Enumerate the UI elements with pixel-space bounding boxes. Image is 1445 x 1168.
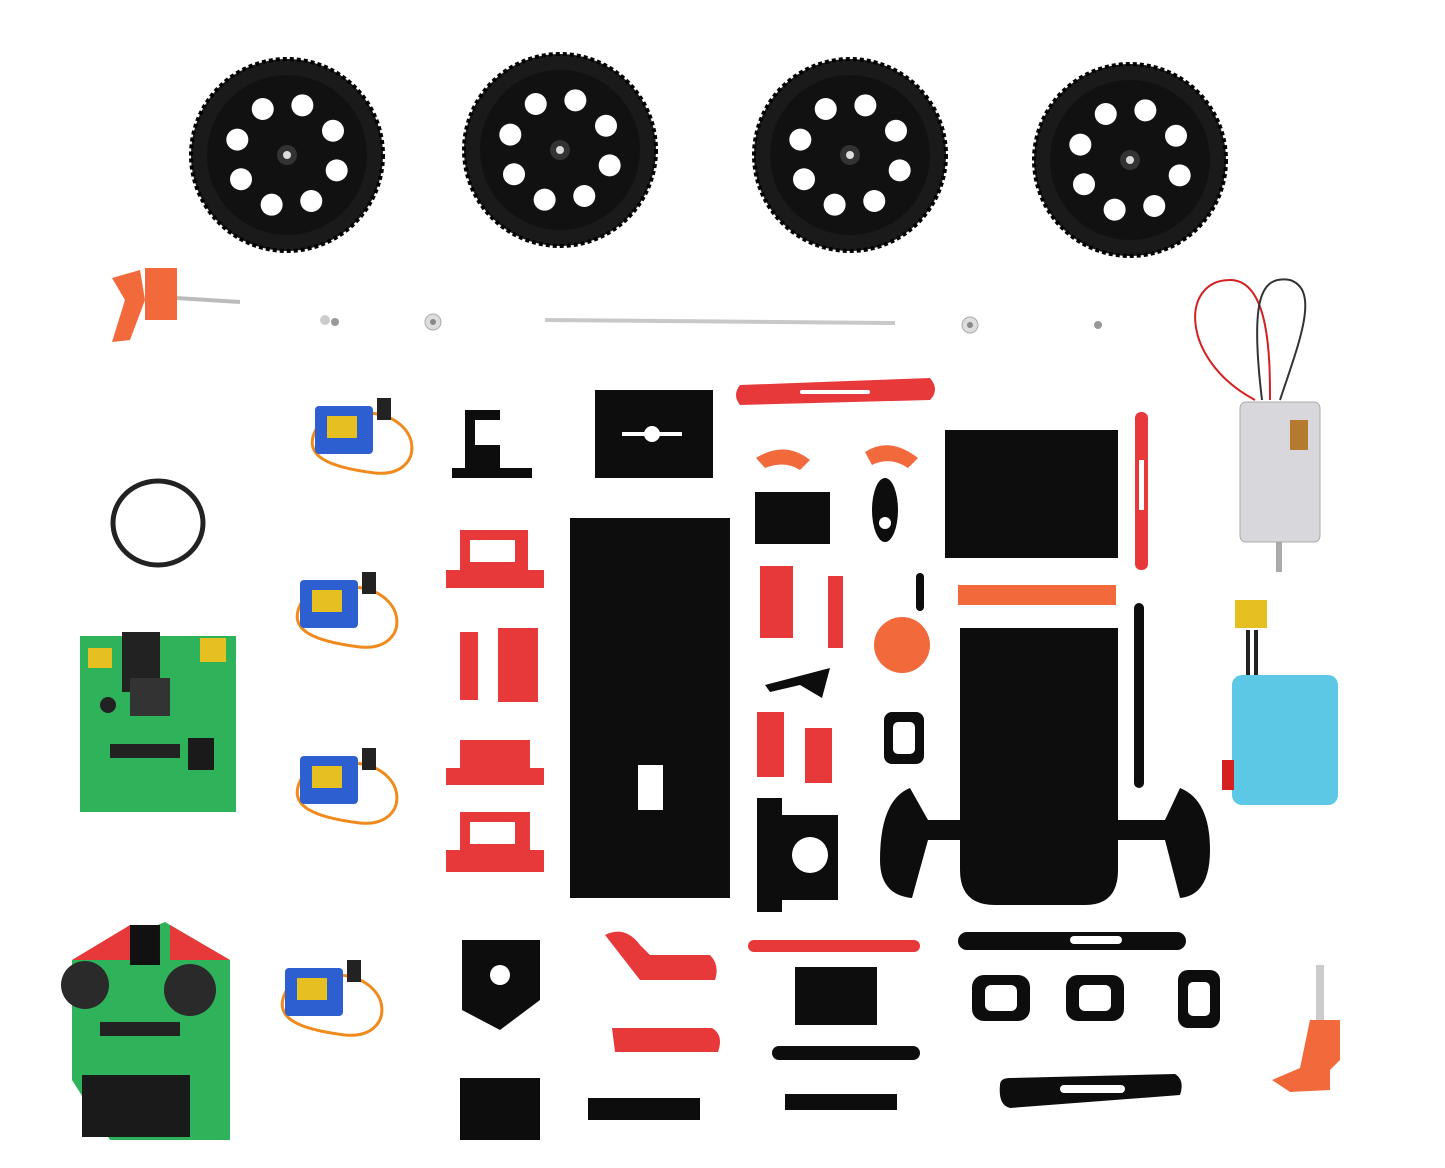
- wheel-hole: [260, 193, 283, 216]
- wheel-hole: [884, 119, 907, 142]
- wheel-hole: [594, 114, 617, 137]
- wheel-hole: [230, 168, 253, 191]
- wheel: [752, 57, 948, 253]
- wheel-hole: [251, 98, 274, 121]
- wheel-hole: [524, 93, 547, 116]
- servo-wire: [295, 585, 399, 649]
- servo-label: [312, 590, 342, 612]
- micro-servo: [280, 960, 384, 1037]
- wheel-hole: [1069, 133, 1092, 156]
- wheel-hole: [823, 193, 846, 216]
- wheel-hole: [300, 189, 323, 212]
- spur-gear: [874, 617, 930, 673]
- axle-hardware: [320, 313, 1102, 334]
- orange-crank-bottom: [1272, 1020, 1340, 1092]
- wheel-hole: [1103, 198, 1126, 221]
- timing-belt: [110, 478, 206, 568]
- wheel-hole: [814, 98, 837, 121]
- servo-connector: [347, 960, 361, 982]
- wheel-hole: [1094, 103, 1117, 126]
- servo-label: [312, 766, 342, 788]
- micro-servo: [295, 748, 399, 825]
- servo-connector: [362, 748, 376, 770]
- servo-label: [297, 978, 327, 1000]
- wheel-hole: [888, 159, 911, 182]
- wheels: [189, 52, 1228, 258]
- steel-rod: [544, 318, 896, 325]
- wheel: [1032, 62, 1228, 258]
- servo-label: [327, 416, 357, 438]
- controller-board: [80, 632, 236, 812]
- gear-rack: [958, 585, 1116, 605]
- remote-board: [61, 922, 230, 1140]
- micro-servo: [310, 398, 414, 475]
- wheel-hole: [863, 189, 886, 212]
- servo-connector: [362, 572, 376, 594]
- joystick-right: [164, 964, 216, 1016]
- wheel-hole: [564, 89, 587, 112]
- wheel-hole: [291, 94, 314, 117]
- wheel-hole: [793, 168, 816, 191]
- servo-connector: [377, 398, 391, 420]
- orange-parts: [756, 445, 1340, 1092]
- wheel-hole: [321, 119, 344, 142]
- wheel-hole: [789, 128, 812, 151]
- wheel-hole: [503, 163, 526, 186]
- red-part-cutouts: [470, 390, 1144, 844]
- wheel-hole: [573, 184, 596, 207]
- servos: [280, 398, 414, 1037]
- servo-wire: [280, 973, 384, 1037]
- wheel-hole: [1143, 194, 1166, 217]
- micro-servo: [295, 572, 399, 649]
- battery-holder: [82, 1075, 190, 1137]
- wheel-hole: [226, 128, 249, 151]
- wheel: [189, 57, 385, 253]
- wheel: [462, 52, 658, 248]
- servo-wire: [295, 761, 399, 825]
- battery-pack: [1222, 600, 1338, 805]
- crank-shaft: [1316, 965, 1324, 1020]
- joystick-left: [61, 961, 109, 1009]
- black-acrylic-parts: [452, 390, 1220, 1140]
- wheel-hole: [325, 159, 348, 182]
- dc-motor: [1194, 278, 1321, 572]
- wheel-hole: [598, 154, 621, 177]
- wheel-hole: [1164, 124, 1187, 147]
- wheel-hole: [1073, 173, 1096, 196]
- plate-cutouts: [490, 426, 1210, 1093]
- wheel-hole: [854, 94, 877, 117]
- wheel-hole: [1168, 164, 1191, 187]
- wheel-hole: [499, 123, 522, 146]
- servo-wire: [310, 411, 414, 475]
- wheel-hole: [533, 188, 556, 211]
- wheel-hole: [1134, 99, 1157, 122]
- orange-crank-top: [112, 268, 241, 342]
